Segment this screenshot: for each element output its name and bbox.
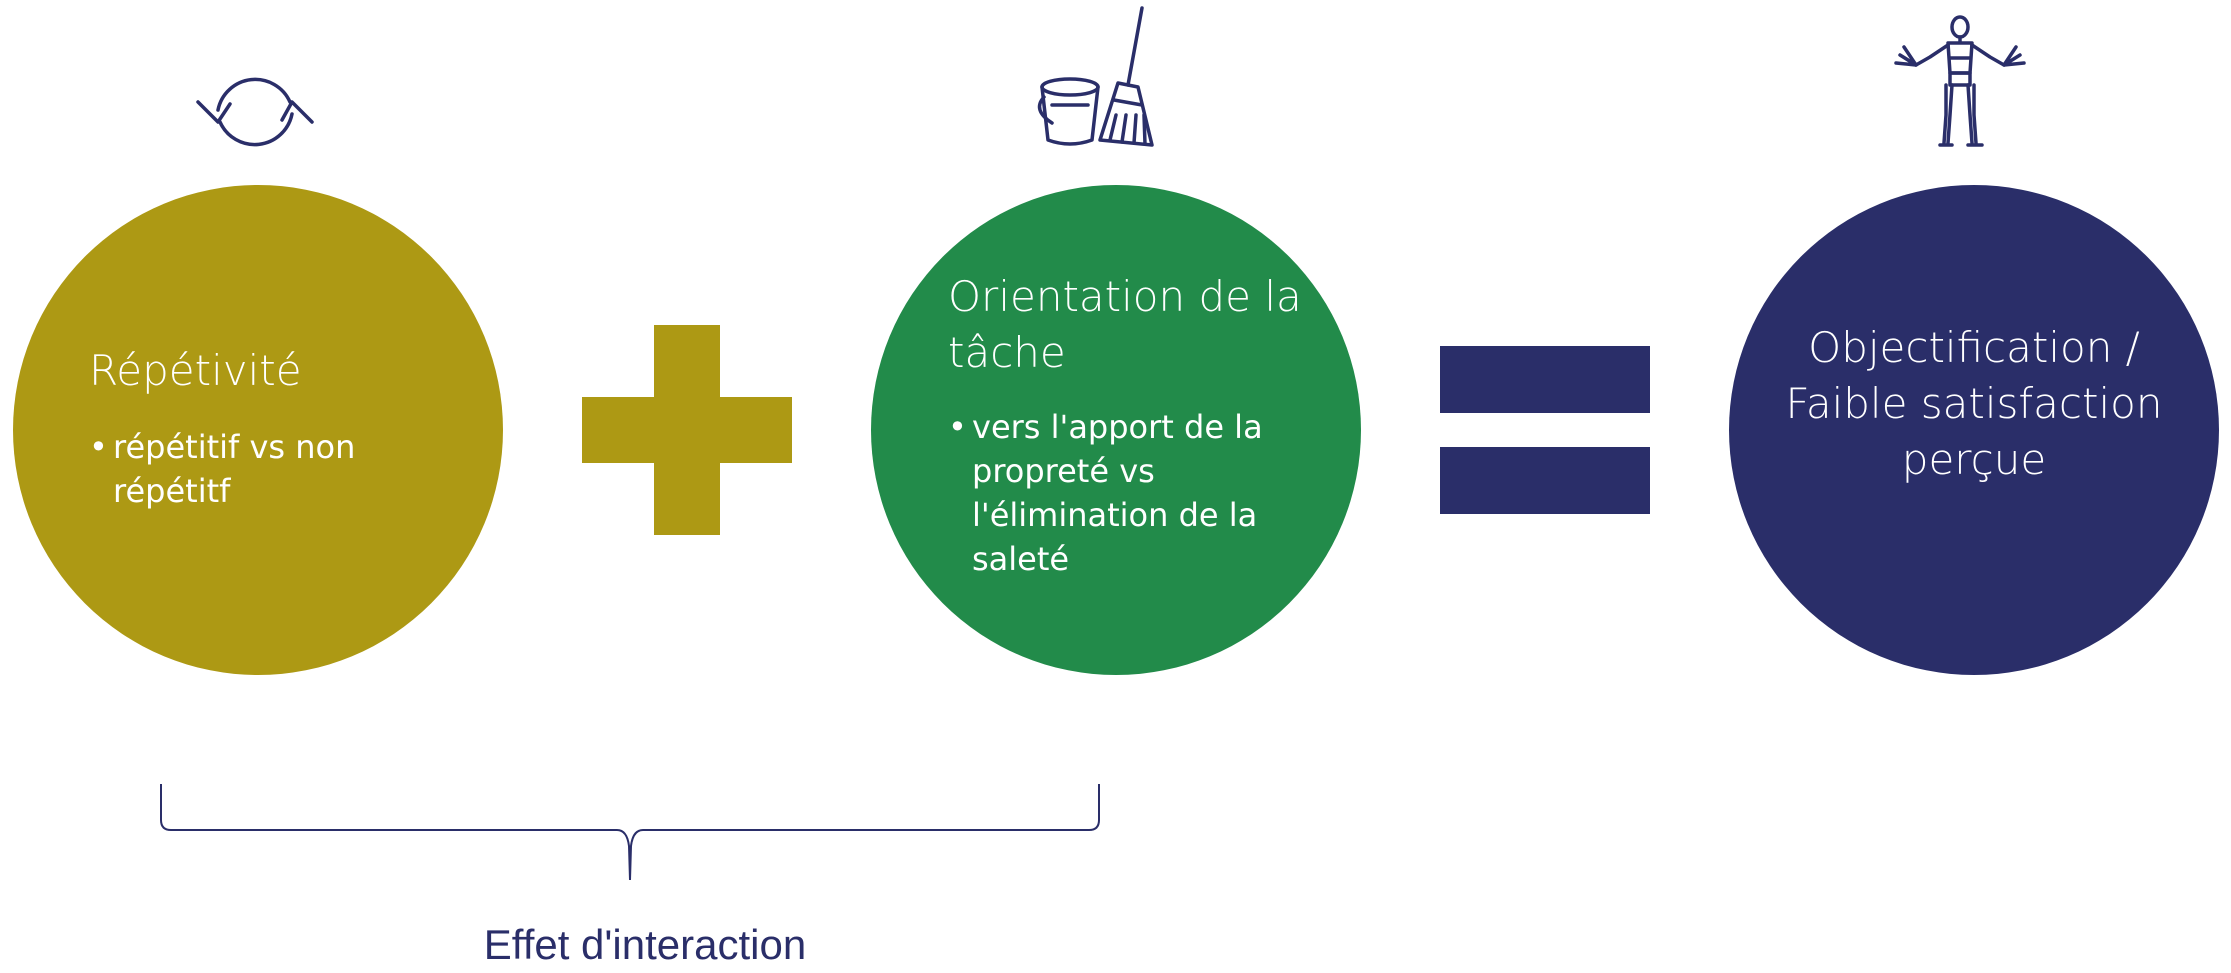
- equals-top-bar: [1440, 346, 1650, 413]
- equals-bottom-bar: [1440, 447, 1650, 514]
- plus-vertical-bar: [654, 325, 720, 535]
- outcome-title: Objectification / Faible satisfaction pe…: [1785, 323, 2163, 484]
- bullet-dot: •: [948, 408, 967, 446]
- outcome-circle: Objectification / Faible satisfaction pe…: [1729, 185, 2219, 675]
- interaction-brace: [160, 784, 1100, 881]
- repetitivity-bullet-text: répétitif vs non répétitf: [113, 428, 356, 510]
- repetitivity-bullet: •répétitif vs non répétitf: [89, 425, 473, 513]
- bucket-broom-icon: [1037, 6, 1154, 147]
- repetitivity-title: Répétivité: [89, 346, 302, 395]
- plus-sign: [582, 325, 792, 535]
- task-orientation-circle: Orientation de la tâche •vers l'apport d…: [871, 185, 1361, 675]
- bullet-dot: •: [89, 428, 108, 466]
- equals-sign: [1440, 346, 1650, 516]
- interaction-effect-label: Effet d'interaction: [483, 921, 807, 968]
- wooden-mannequin-icon: [1894, 15, 2026, 147]
- task-orientation-bullet-text: vers l'apport de la propreté vs l'élimin…: [972, 408, 1263, 578]
- task-orientation-title: Orientation de la tâche: [948, 272, 1302, 377]
- refresh-cycle-icon: [196, 77, 314, 147]
- repetitivity-circle: Répétivité •répétitif vs non répétitf: [13, 185, 503, 675]
- task-orientation-bullet: •vers l'apport de la propreté vs l'élimi…: [948, 405, 1332, 581]
